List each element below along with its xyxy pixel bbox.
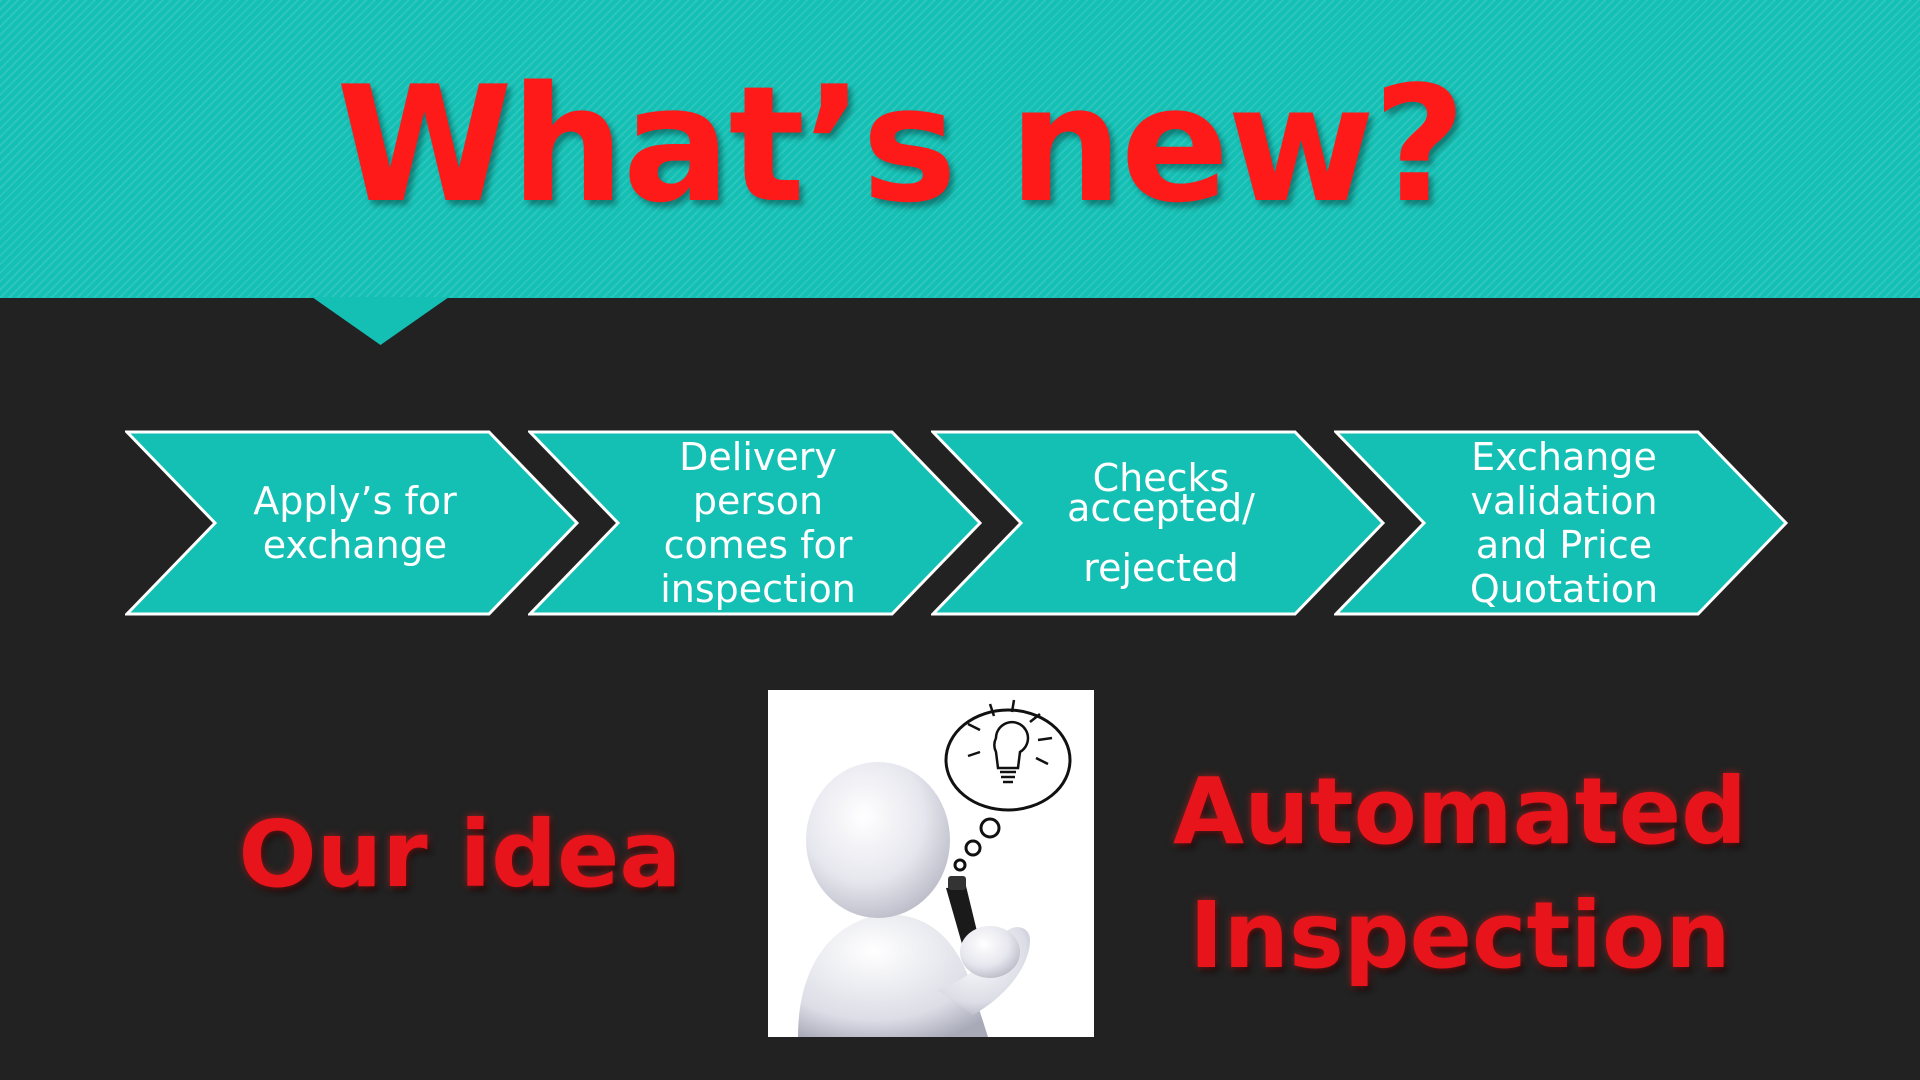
process-step-3: Checks accepted/ rejected [931,430,1387,616]
process-step-1: Apply’s for exchange [125,430,581,616]
result-label: Automated Inspection [1172,758,1748,989]
process-step-label: Delivery person comes for inspection [660,435,856,611]
stick-figure-lightbulb-icon [768,690,1094,1037]
idea-illustration [768,690,1094,1037]
process-step-label: Apply’s for exchange [253,479,457,567]
chevron-shape [931,430,1386,616]
process-step-label: Exchange validation and Price Quotation [1469,435,1659,611]
chevron-shape [125,430,580,616]
header-notch [312,297,449,345]
chevron-shape [1334,430,1789,616]
chevron-shape [528,430,983,616]
process-step-4: Exchange validation and Price Quotation [1334,430,1790,616]
process-step-2: Delivery person comes for inspection [528,430,984,616]
header-band [0,0,1920,298]
process-flow: Apply’s for exchange Delivery person com… [0,430,1920,620]
slide-title: What’s new? [336,51,1466,238]
idea-label: Our idea [238,801,682,908]
process-step-label: Checks accepted/ rejected [1067,456,1255,590]
